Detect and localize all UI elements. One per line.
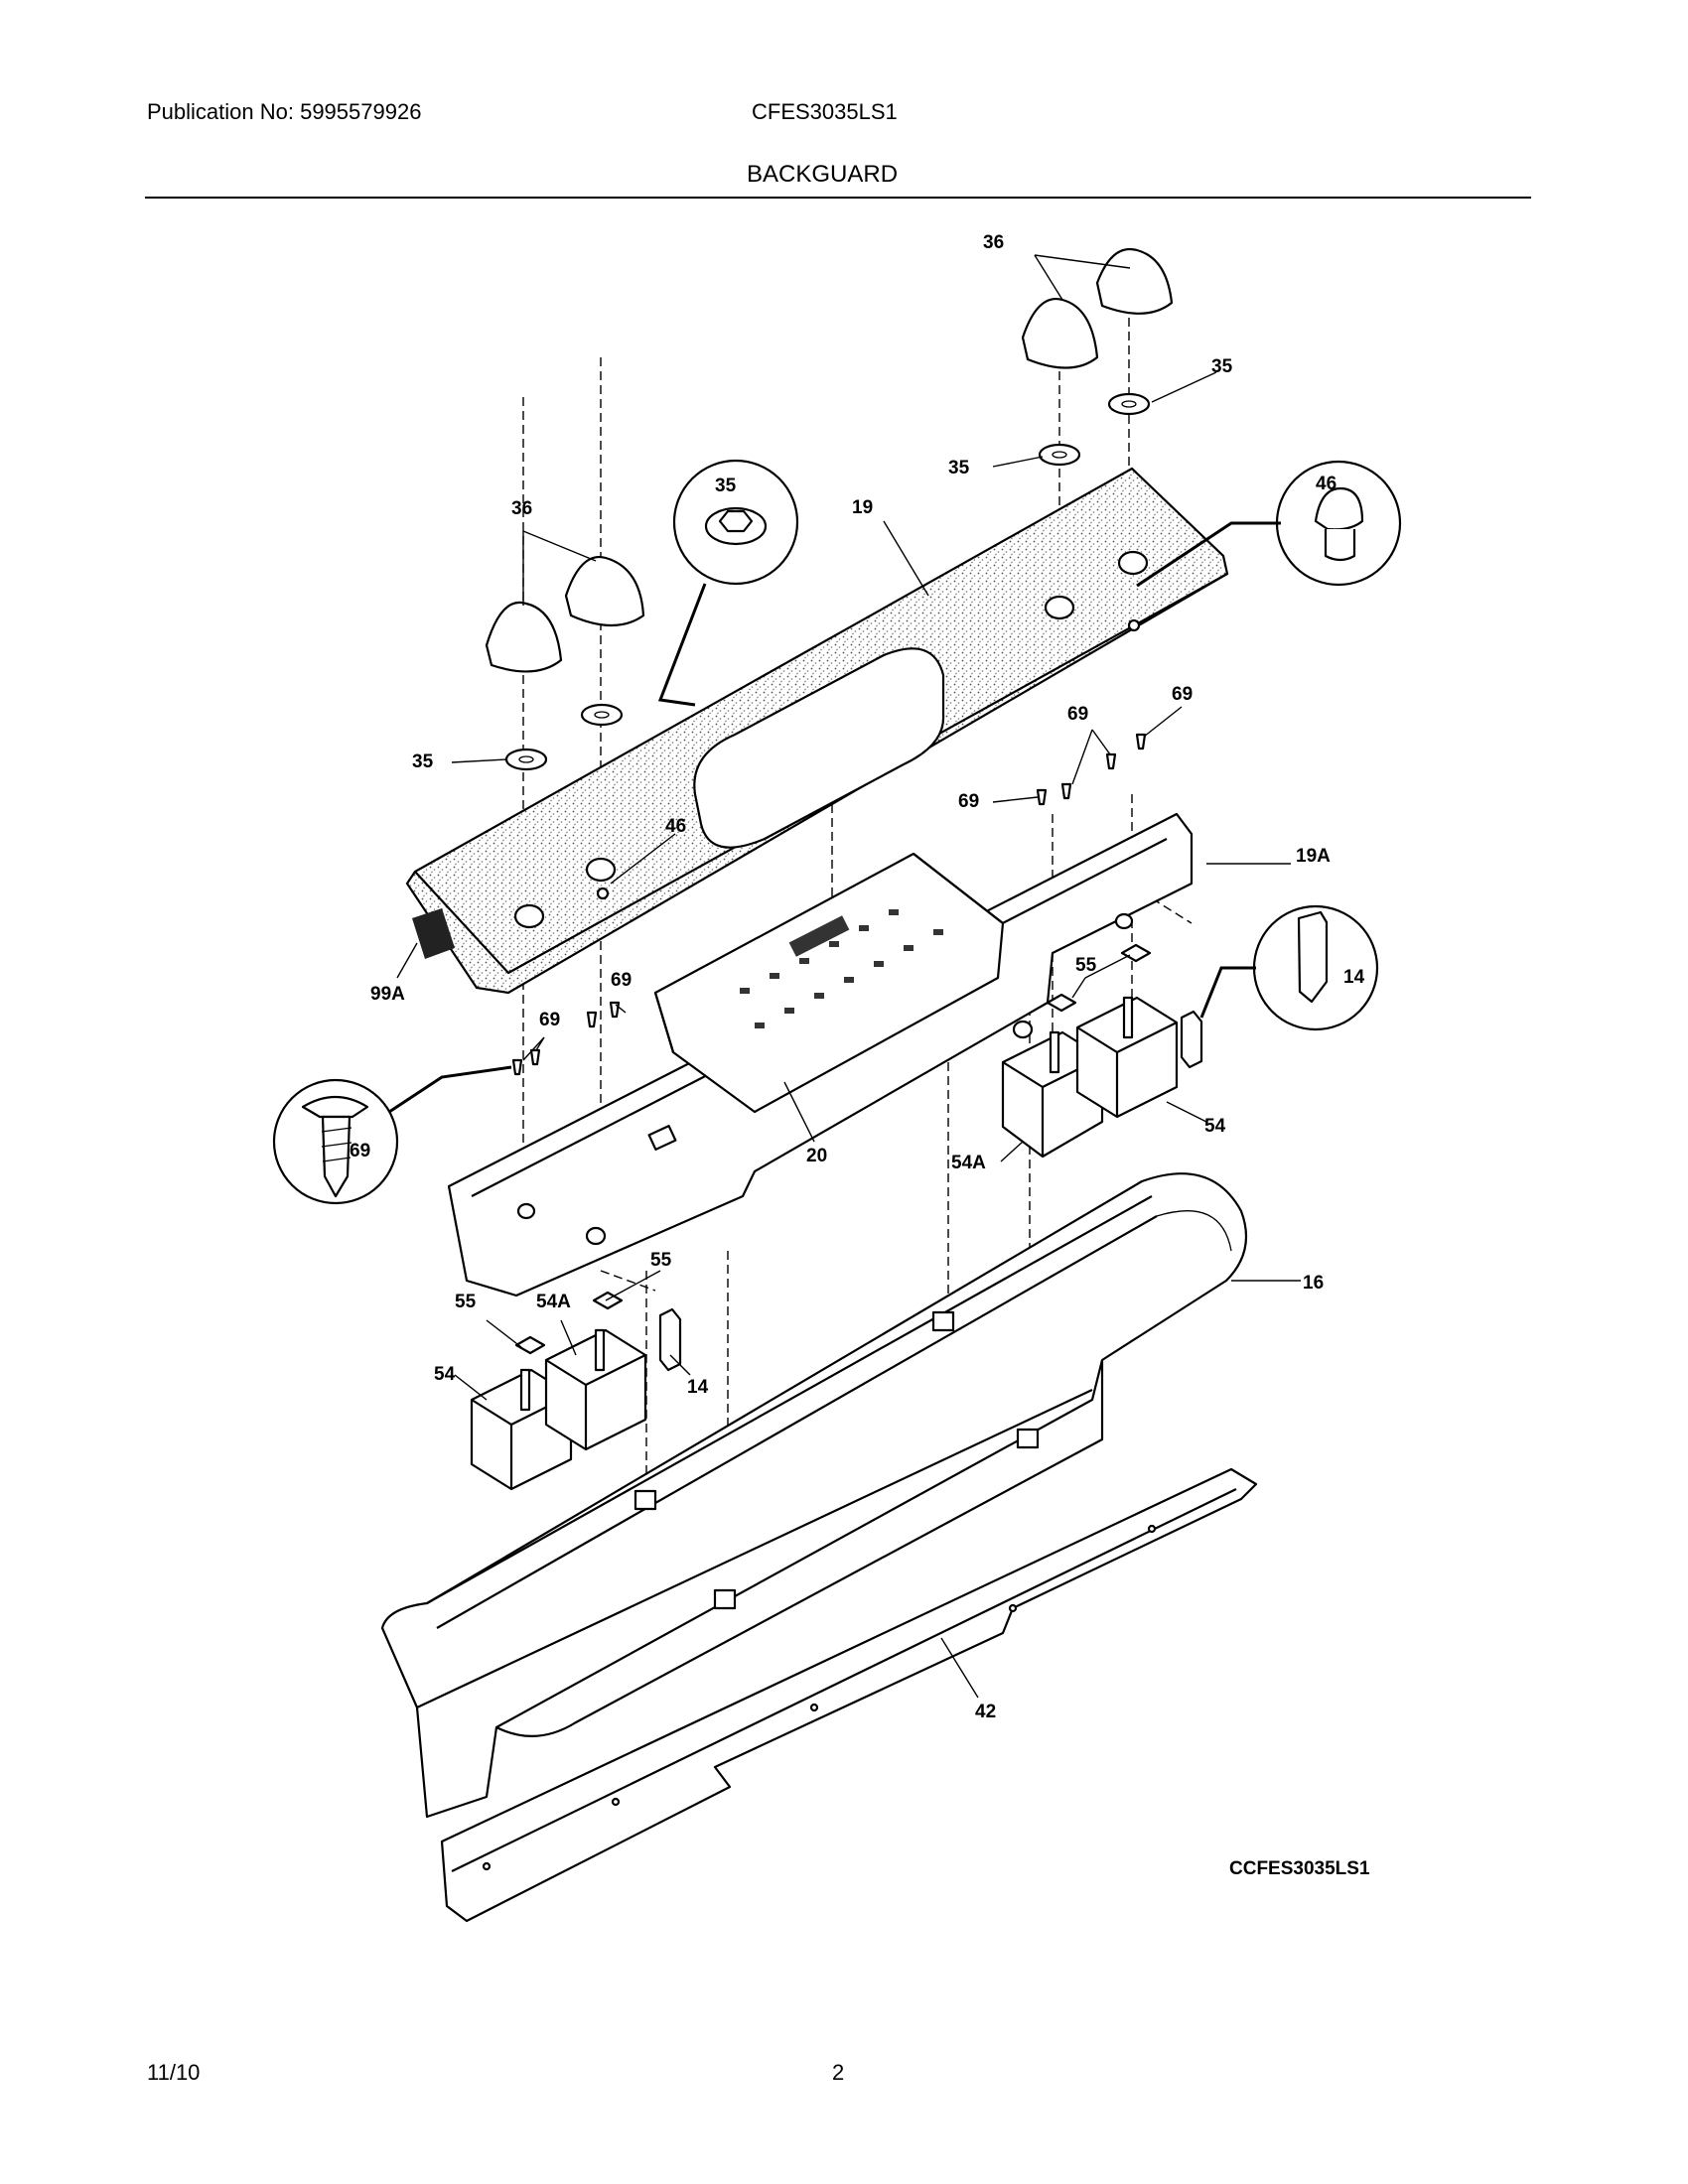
callout-42: 42 — [975, 1702, 996, 1722]
callout-69-d: 69 — [539, 1010, 560, 1030]
callout-46: 46 — [665, 816, 686, 837]
callout-69-a: 69 — [1172, 684, 1193, 705]
callout-19: 19 — [852, 497, 873, 518]
callout-99a: 99A — [370, 984, 405, 1005]
callout-16: 16 — [1303, 1273, 1324, 1294]
callout-35-c: 35 — [412, 751, 434, 772]
callout-55-b: 55 — [650, 1250, 672, 1271]
callout-46-detail: 46 — [1316, 474, 1336, 494]
callout-69-c: 69 — [958, 791, 979, 812]
callout-54-b: 54 — [434, 1364, 456, 1385]
backguard-trim-16 — [380, 1172, 1248, 1819]
knobs-36 — [485, 247, 1174, 673]
drawing-id: CCFES3035LS1 — [1229, 1858, 1370, 1879]
callout-14-detail: 14 — [1343, 967, 1365, 988]
electronic-control-20 — [653, 852, 1005, 1114]
callout-35-b: 35 — [948, 458, 970, 478]
control-panel-19 — [405, 467, 1229, 995]
rail-42 — [440, 1467, 1258, 1923]
callout-69-b: 69 — [1067, 704, 1088, 725]
callout-69-detail: 69 — [350, 1141, 370, 1161]
callout-55-a: 55 — [1075, 955, 1097, 976]
detail-circle-69 — [272, 1065, 512, 1205]
callout-54a-b: 54A — [536, 1292, 571, 1312]
footer-date: 11/10 — [147, 2060, 201, 2085]
callout-35-a: 35 — [1211, 356, 1233, 377]
detail-circle-14 — [1199, 904, 1379, 1031]
page-number: 2 — [832, 2060, 845, 2085]
callout-19a: 19A — [1296, 846, 1331, 867]
publication-number: Publication No: 5995579926 — [147, 99, 422, 124]
switch-cluster-left — [470, 1291, 682, 1491]
detail-circle-46 — [1136, 460, 1402, 588]
header-rule — [145, 197, 1531, 199]
callout-36-a: 36 — [983, 232, 1004, 253]
detail-circle-35 — [657, 459, 799, 707]
switch-cluster-right — [1001, 943, 1203, 1159]
callout-14: 14 — [687, 1377, 709, 1398]
leader-lines — [396, 254, 1301, 1699]
callout-labels: 36 35 35 46 19 36 35 35 69 69 69 19A 46 … — [350, 232, 1370, 1879]
callout-54-a: 54 — [1204, 1116, 1226, 1137]
callout-69-e: 69 — [611, 970, 632, 991]
washers-35 — [504, 392, 1151, 771]
callout-20: 20 — [806, 1146, 827, 1166]
callout-55-c: 55 — [455, 1292, 477, 1312]
callout-35-detail: 35 — [715, 476, 737, 496]
model-number: CFES3035LS1 — [752, 99, 898, 124]
callout-54a-a: 54A — [951, 1153, 986, 1173]
section-title: BACKGUARD — [747, 161, 899, 188]
callout-36-b: 36 — [511, 498, 532, 519]
